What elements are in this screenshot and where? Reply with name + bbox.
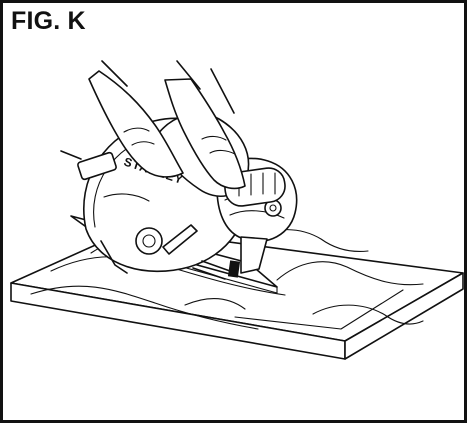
arbor-nut bbox=[135, 227, 163, 255]
bevel-lever bbox=[162, 224, 198, 255]
right-hand bbox=[164, 78, 246, 190]
circular-saw-cutting-board-icon: STANLEY bbox=[10, 60, 464, 360]
blade-lock bbox=[227, 260, 241, 278]
board-right-edge bbox=[344, 272, 464, 360]
depth-lever bbox=[240, 236, 268, 274]
blade-edge bbox=[100, 240, 128, 274]
figure-label: FIG. K bbox=[11, 7, 86, 35]
left-hand bbox=[88, 70, 184, 178]
dust-port bbox=[77, 151, 117, 181]
cut-guide-line bbox=[234, 289, 404, 330]
